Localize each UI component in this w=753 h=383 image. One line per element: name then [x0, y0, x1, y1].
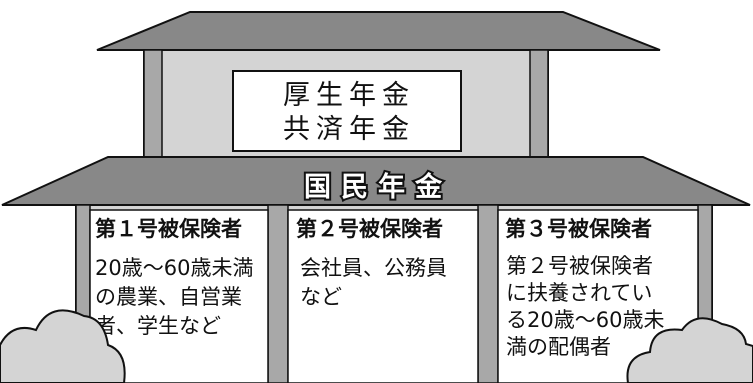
category-panel-2: 第２号被保険者 会社員、公務員 など: [287, 209, 479, 383]
upper-sign-line-1: 厚生年金: [283, 80, 415, 111]
roof-label: 国民年金: [304, 171, 452, 203]
category-1-line-3: 者、学生など: [95, 314, 221, 338]
upper-column-left: [143, 49, 163, 173]
lower-column-mid-1: [267, 204, 289, 383]
category-2-line-1: 会社員、公務員: [300, 256, 447, 280]
category-2-line-2: など: [300, 285, 342, 309]
category-3-line-3: る20歳～60歳未: [506, 308, 664, 332]
upper-column-right: [529, 49, 549, 173]
category-1-line-1: 20歳～60歳未満: [95, 256, 253, 280]
category-3-line-4: 満の配偶者: [506, 335, 611, 359]
upper-sign-line-2: 共済年金: [283, 114, 415, 145]
cloud-right: [626, 317, 753, 383]
category-3-line-2: に扶養されてい: [506, 281, 652, 305]
category-2-header: 第２号被保険者: [296, 217, 443, 241]
lower-column-mid-2: [477, 204, 499, 383]
category-1-header: 第１号被保険者: [95, 217, 242, 241]
upper-roof: [96, 11, 661, 51]
cloud-left: [0, 309, 126, 383]
category-3-header: 第３号被保険者: [505, 217, 652, 241]
category-3-line-1: 第２号被保険者: [506, 254, 653, 278]
upper-sign-panel: [232, 70, 462, 152]
category-1-line-2: の農業、自営業: [95, 285, 242, 309]
